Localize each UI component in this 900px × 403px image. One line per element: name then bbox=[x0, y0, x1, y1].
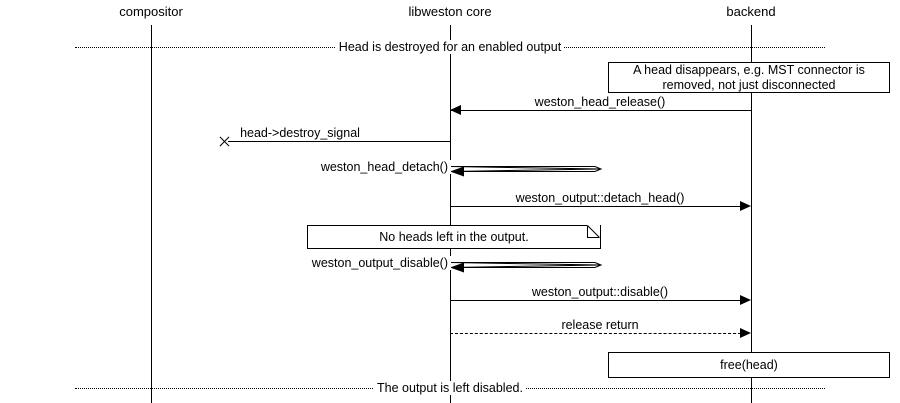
message-label-weston-head-release: weston_head_release() bbox=[531, 95, 669, 109]
lifeline-backend bbox=[751, 25, 752, 403]
message-line-weston-head-release bbox=[450, 110, 751, 111]
arrowhead-right-icon-weston-output-disable bbox=[740, 295, 751, 305]
self-call-weston-output-disable bbox=[450, 256, 610, 285]
message-line-release-return bbox=[450, 333, 746, 334]
separator-label-top: Head is destroyed for an enabled output bbox=[335, 40, 565, 54]
lifeline-compositor bbox=[151, 25, 152, 403]
message-label-weston-head-detach: weston_head_detach() bbox=[290, 160, 451, 174]
message-label-release-return: release return bbox=[558, 318, 642, 332]
activation-box-free-head-label: free(head) bbox=[720, 357, 778, 372]
arrowhead-right-icon-weston-output-detach-head bbox=[740, 201, 751, 211]
note-no-heads-left: No heads left in the output. bbox=[307, 225, 601, 249]
message-line-head-destroy-signal bbox=[228, 141, 450, 142]
note-fold-corner-icon bbox=[587, 225, 600, 238]
participant-label-libweston-core: libweston core bbox=[408, 4, 492, 19]
self-call-weston-head-detach bbox=[450, 160, 610, 189]
note-no-heads-left-text: No heads left in the output. bbox=[379, 229, 529, 244]
note-mst-connector-line1: A head disappears, e.g. MST connector is bbox=[633, 62, 865, 77]
lifeline-libweston-core bbox=[450, 25, 451, 403]
participant-label-backend: backend bbox=[726, 4, 776, 19]
message-label-weston-output-disable: weston_output::disable() bbox=[528, 285, 672, 299]
self-call-loop-icon-weston-head-detach bbox=[450, 166, 603, 177]
self-call-loop-icon-weston-output-disable bbox=[450, 262, 603, 273]
message-line-weston-output-detach-head bbox=[450, 206, 746, 207]
lost-message-x-icon bbox=[218, 135, 231, 148]
note-mst-connector: A head disappears, e.g. MST connector is… bbox=[608, 62, 890, 93]
arrowhead-left-icon-weston-head-release bbox=[450, 105, 461, 115]
activation-box-free-head: free(head) bbox=[608, 352, 890, 378]
note-mst-connector-line2: removed, not just disconnected bbox=[662, 77, 836, 92]
separator-label-bottom: The output is left disabled. bbox=[374, 381, 526, 395]
message-line-weston-output-disable bbox=[450, 300, 746, 301]
message-label-weston-output-detach-head: weston_output::detach_head() bbox=[512, 191, 688, 205]
participant-label-compositor: compositor bbox=[119, 4, 183, 19]
message-label-head-destroy-signal: head->destroy_signal bbox=[237, 126, 363, 140]
arrowhead-right-icon-release-return bbox=[740, 328, 751, 338]
message-label-weston-output-disable-call: weston_output_disable() bbox=[280, 256, 451, 270]
